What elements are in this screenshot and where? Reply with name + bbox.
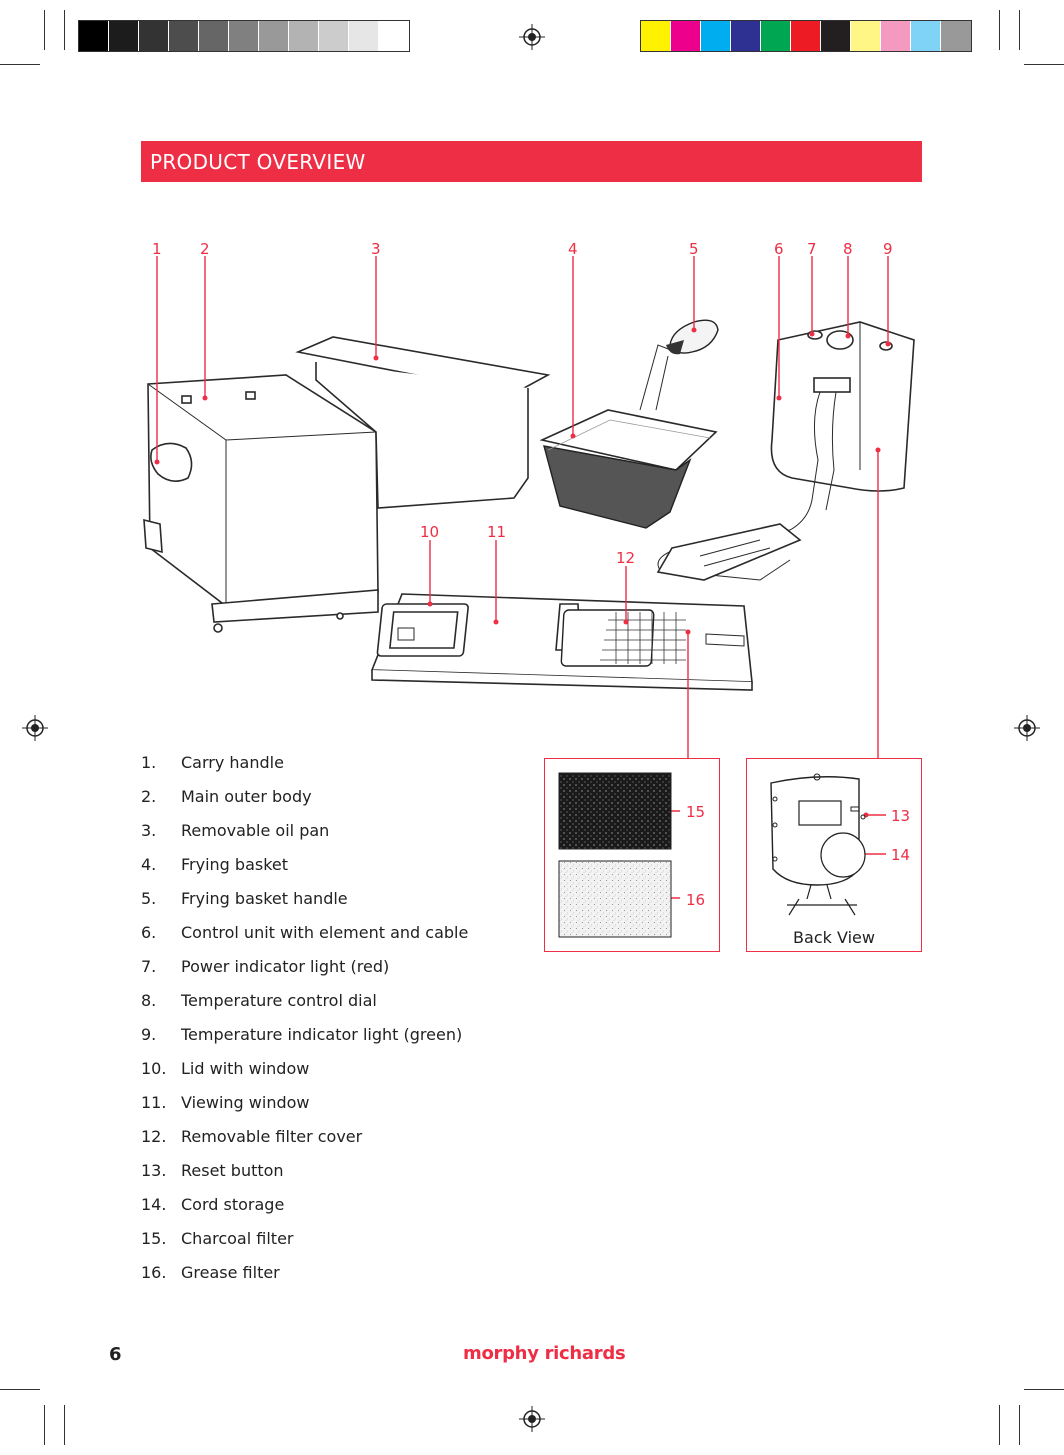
brand-logo: morphy richards bbox=[463, 1343, 626, 1364]
color-swatch bbox=[79, 21, 109, 51]
color-swatch bbox=[701, 21, 731, 51]
color-swatch bbox=[349, 21, 379, 51]
registration-mark-icon bbox=[519, 24, 545, 50]
list-item: 4.Frying basket bbox=[141, 855, 289, 874]
callout-10: 10 bbox=[420, 523, 439, 541]
control-unit-illustration bbox=[656, 321, 915, 581]
back-view-inset: Back View bbox=[746, 758, 922, 952]
crop-mark bbox=[64, 10, 65, 50]
list-item: 3.Removable oil pan bbox=[141, 821, 330, 840]
grey-calibration-bar bbox=[78, 20, 410, 52]
callout-7: 7 bbox=[807, 240, 817, 258]
callout-1: 1 bbox=[152, 240, 162, 258]
crop-mark bbox=[999, 10, 1000, 50]
registration-mark-icon bbox=[22, 715, 48, 741]
back-view-illustration bbox=[770, 773, 866, 916]
color-swatch bbox=[199, 21, 229, 51]
color-swatch bbox=[319, 21, 349, 51]
callout-12: 12 bbox=[616, 549, 635, 567]
lid-illustration bbox=[370, 593, 753, 691]
crop-mark bbox=[1019, 10, 1020, 50]
color-swatch bbox=[821, 21, 851, 51]
crop-mark bbox=[0, 1389, 40, 1390]
registration-mark-icon bbox=[519, 1406, 545, 1432]
list-item: 5.Frying basket handle bbox=[141, 889, 348, 908]
callout-5: 5 bbox=[689, 240, 699, 258]
page-number: 6 bbox=[109, 1344, 122, 1365]
filters-inset bbox=[544, 758, 720, 952]
crop-mark bbox=[0, 64, 40, 65]
color-swatch bbox=[941, 21, 971, 51]
color-swatch bbox=[641, 21, 671, 51]
list-item: 13.Reset button bbox=[141, 1161, 284, 1180]
crop-mark bbox=[1024, 1389, 1064, 1390]
color-swatch bbox=[379, 21, 409, 51]
list-item: 14.Cord storage bbox=[141, 1195, 285, 1214]
list-item: 8.Temperature control dial bbox=[141, 991, 377, 1010]
callout-8: 8 bbox=[843, 240, 853, 258]
list-item: 15.Charcoal filter bbox=[141, 1229, 294, 1248]
list-item: 2.Main outer body bbox=[141, 787, 312, 806]
callout-4: 4 bbox=[568, 240, 578, 258]
color-swatch bbox=[259, 21, 289, 51]
callout-3: 3 bbox=[371, 240, 381, 258]
color-swatch bbox=[671, 21, 701, 51]
section-header: PRODUCT OVERVIEW bbox=[141, 141, 922, 182]
crop-mark bbox=[44, 1405, 45, 1445]
callout-6: 6 bbox=[774, 240, 784, 258]
color-swatch bbox=[761, 21, 791, 51]
section-title: PRODUCT OVERVIEW bbox=[150, 149, 366, 174]
list-item: 1.Carry handle bbox=[141, 753, 284, 772]
crop-mark bbox=[44, 10, 45, 50]
list-item: 10.Lid with window bbox=[141, 1059, 310, 1078]
callout-11: 11 bbox=[487, 523, 506, 541]
back-view-caption: Back View bbox=[793, 928, 875, 947]
color-swatch bbox=[109, 21, 139, 51]
crop-mark bbox=[1024, 64, 1064, 65]
oil-pan-illustration bbox=[295, 336, 551, 509]
registration-mark-icon bbox=[1014, 715, 1040, 741]
color-calibration-bar bbox=[640, 20, 972, 52]
charcoal-filter-illustration bbox=[558, 772, 672, 938]
list-item: 11.Viewing window bbox=[141, 1093, 310, 1112]
callout-2: 2 bbox=[200, 240, 210, 258]
color-swatch bbox=[851, 21, 881, 51]
list-item: 7.Power indicator light (red) bbox=[141, 957, 390, 976]
list-item: 6.Control unit with element and cable bbox=[141, 923, 469, 942]
color-swatch bbox=[881, 21, 911, 51]
list-item: 12.Removable filter cover bbox=[141, 1127, 363, 1146]
parts-list: 1.Carry handle 2.Main outer body 3.Remov… bbox=[141, 753, 468, 1297]
crop-mark bbox=[999, 1405, 1000, 1445]
color-swatch bbox=[791, 21, 821, 51]
list-item: 16.Grease filter bbox=[141, 1263, 280, 1282]
main-outer-body-illustration bbox=[143, 374, 379, 633]
color-swatch bbox=[289, 21, 319, 51]
list-item: 9.Temperature indicator light (green) bbox=[141, 1025, 463, 1044]
color-swatch bbox=[911, 21, 941, 51]
crop-mark bbox=[64, 1405, 65, 1445]
color-swatch bbox=[731, 21, 761, 51]
color-swatch bbox=[229, 21, 259, 51]
callout-9: 9 bbox=[883, 240, 893, 258]
color-swatch bbox=[139, 21, 169, 51]
frying-basket-illustration bbox=[539, 319, 719, 529]
color-swatch bbox=[169, 21, 199, 51]
crop-mark bbox=[1019, 1405, 1020, 1445]
